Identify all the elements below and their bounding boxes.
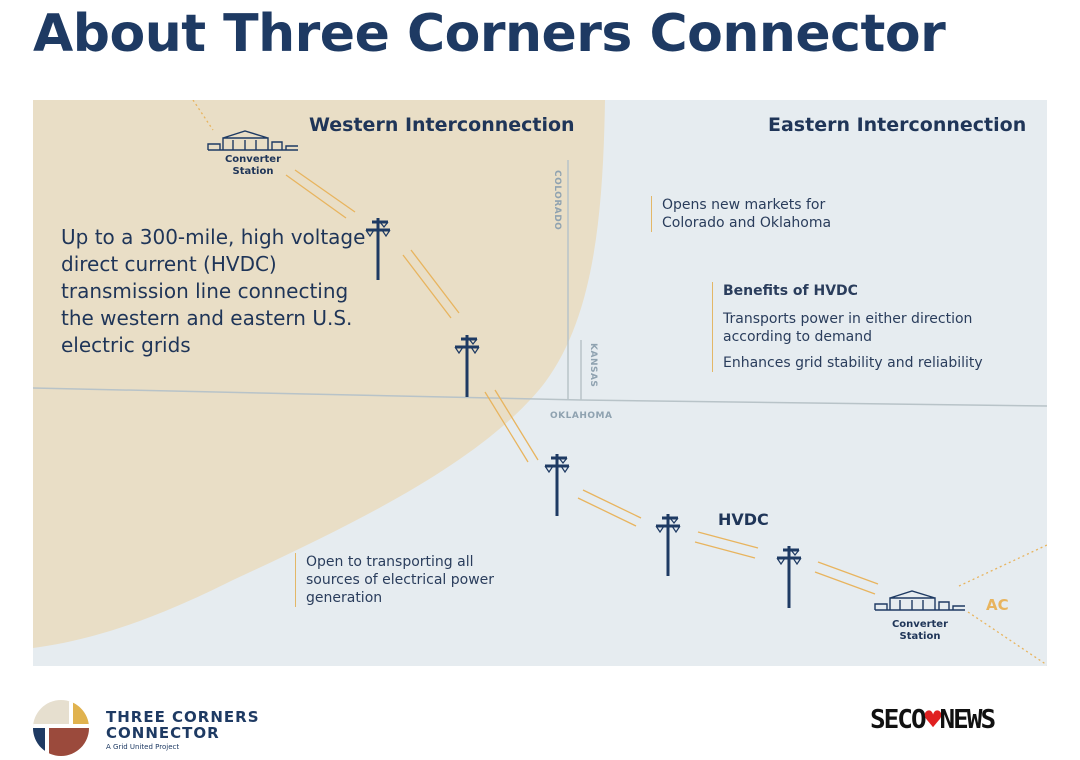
logo-subtitle: A Grid United Project (106, 743, 180, 751)
logo-text-left: SECO (870, 704, 927, 735)
logo-line: CONNECTOR (106, 724, 220, 742)
map-diagram (33, 100, 1047, 666)
logo-text-right: NEWS (939, 704, 996, 735)
tower-icon (655, 514, 681, 576)
kansas-label: KANSAS (588, 343, 598, 388)
page-title: About Three Corners Connector (33, 4, 946, 64)
logo-text: THREE CORNERS CONNECTOR A Grid United Pr… (106, 709, 260, 753)
oklahoma-label: OKLAHOMA (550, 411, 613, 421)
tower-icon (776, 546, 802, 608)
markets-note: Opens new markets for Colorado and Oklah… (651, 196, 862, 232)
eastern-interconnection-label: Eastern Interconnection (768, 114, 1027, 136)
benefit-item: Transports power in either direction acc… (723, 311, 973, 345)
tower-icon (454, 335, 480, 397)
western-region (33, 100, 605, 648)
benefit-item: Enhances grid stability and reliability (723, 355, 983, 371)
label-line: Station (232, 166, 274, 177)
three-corners-logo-icon (33, 700, 89, 756)
heart-icon: ♥ (924, 703, 942, 736)
colorado-label: COLORADO (552, 170, 562, 231)
converter-station-icon (207, 130, 298, 151)
seconews-logo: SECO ♥ NEWS (870, 703, 996, 736)
label-line: Converter (891, 619, 949, 630)
benefits-box: Benefits of HVDC Transports power in eit… (712, 282, 1013, 372)
hvdc-label: HVDC (718, 510, 769, 529)
tower-icon (544, 454, 570, 516)
label-line: Converter (224, 154, 282, 165)
line-description: Up to a 300-mile, high voltage direct cu… (61, 225, 366, 357)
converter-station-icon (874, 590, 965, 611)
benefits-title: Benefits of HVDC (723, 283, 858, 299)
label-line: Station (899, 631, 941, 642)
sources-note: Open to transporting all sources of elec… (295, 553, 496, 607)
ac-label: AC (986, 596, 1009, 614)
western-interconnection-label: Western Interconnection (309, 114, 575, 136)
tower-icon (365, 218, 391, 280)
logo-line: THREE CORNERS (106, 708, 260, 726)
